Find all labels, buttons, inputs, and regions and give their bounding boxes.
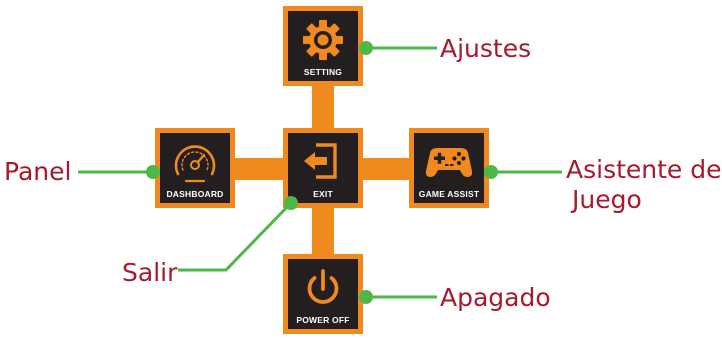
game-assist-callout-line2: Juego [572,185,642,214]
exit-callout: Salir [122,258,178,287]
power-icon [307,269,339,304]
gamepad-icon [425,148,473,177]
dashboard-callout: Panel [4,157,72,186]
setting-callout: Ajustes [440,34,532,63]
exit-leader [178,201,293,272]
setting-dot [359,41,373,55]
setting-tile[interactable]: SETTING [283,6,363,86]
exit-dot [284,196,298,210]
game-assist-dot [484,165,498,179]
power-off-callout: Apagado [440,283,551,312]
game-assist-callout-line1: Asistente de [566,155,722,184]
speedometer-icon [174,145,216,183]
dashboard-caption: DASHBOARD [166,189,224,199]
exit-caption: EXIT [313,189,333,199]
gear-icon [303,20,343,60]
exit-tile[interactable]: EXIT [283,128,363,208]
exit-icon [304,143,337,179]
power-off-caption: POWER OFF [296,315,350,325]
power-off-dot [359,290,373,304]
dashboard-dot [146,165,160,179]
setting-caption: SETTING [303,67,343,77]
game-assist-caption: GAME ASSIST [418,189,480,199]
game-assist-tile[interactable]: GAME ASSIST [409,128,489,208]
